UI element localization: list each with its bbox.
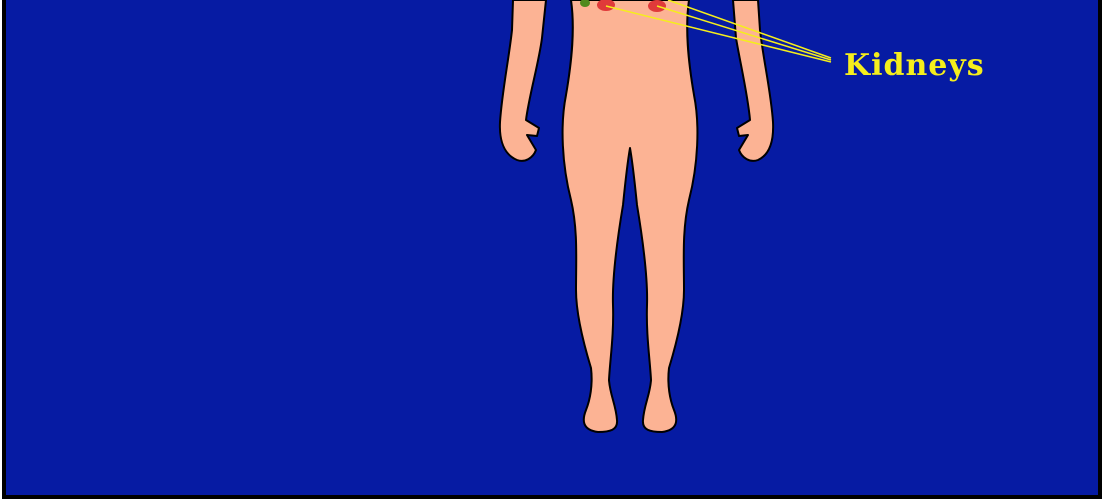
kidneys-label: Kidneys [844, 48, 985, 83]
left-arm [500, 0, 546, 161]
human-body-figure [500, 0, 773, 432]
torso-and-legs [563, 0, 698, 432]
right-arm [733, 0, 773, 161]
